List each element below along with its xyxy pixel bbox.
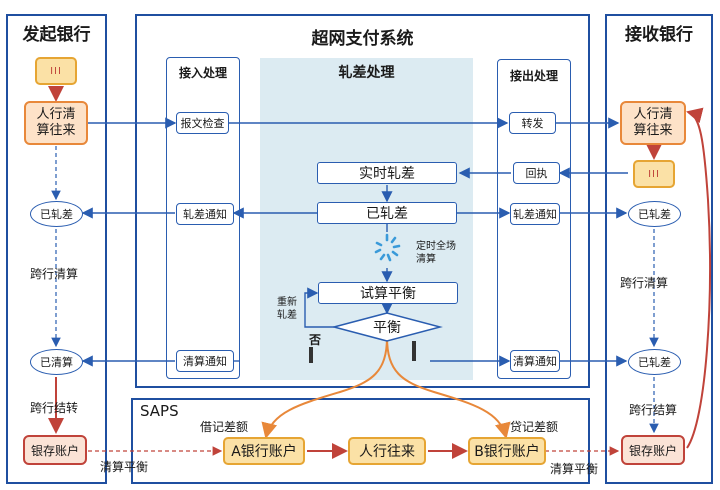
message-check-node: 报文检查 xyxy=(176,112,229,134)
balance-diamond xyxy=(331,312,443,342)
access-clearing-notice-node: 清算通知 xyxy=(176,350,234,372)
sending-interbank-clearing-label: 跨行清算 xyxy=(30,267,79,281)
receiving-netted-oval-2: 已轧差 xyxy=(628,349,681,375)
forward-node: 转发 xyxy=(509,112,556,134)
payment-system-title: 超网支付系统 xyxy=(311,29,414,49)
output-title: 接出处理 xyxy=(509,69,558,83)
bank-b-account: B银行账户 xyxy=(468,437,546,465)
sending-cleared-oval: 已清算 xyxy=(30,349,83,375)
receiving-settle-label: 清算平衡 xyxy=(550,462,599,476)
loading-spinner-icon xyxy=(374,233,401,262)
netted-node: 已轧差 xyxy=(317,202,457,224)
receiving-settlement-label: 跨行结算 xyxy=(629,403,678,417)
sending-settle-label: 清算平衡 xyxy=(100,460,149,474)
balance-label: 平衡 xyxy=(373,320,401,336)
realtime-netting-node: 实时轧差 xyxy=(317,162,457,184)
receiving-interbank-clearing-label: 跨行清算 xyxy=(620,276,669,290)
output-netting-notice-node: 轧差通知 xyxy=(510,203,560,225)
card-icon: III xyxy=(35,57,77,85)
trial-balance-node: 试算平衡 xyxy=(318,282,458,304)
sending-deposit-account: 银存账户 xyxy=(23,435,87,465)
access-title: 接入处理 xyxy=(178,66,227,80)
sending-netted-oval: 已轧差 xyxy=(30,201,83,227)
output-clearing-notice-node: 清算通知 xyxy=(510,350,560,372)
saps-title: SAPS xyxy=(140,402,179,420)
card-icon: III xyxy=(633,160,675,188)
credit-difference-label: 贷记差额 xyxy=(510,420,559,434)
renet-loop-arrow xyxy=(304,287,334,328)
balance-divider-mark xyxy=(412,341,416,361)
receipt-node: 回执 xyxy=(513,162,560,184)
sending-pboc-clearing-node: 人行清算往来 xyxy=(24,101,88,145)
sending-bank-title: 发起银行 xyxy=(22,25,91,45)
sending-transfer-label: 跨行结转 xyxy=(30,401,79,415)
access-netting-notice-node: 轧差通知 xyxy=(176,203,234,225)
renet-label: 重新轧差 xyxy=(277,297,297,321)
no-label: 否 xyxy=(309,333,322,347)
debit-difference-label: 借记差额 xyxy=(200,420,249,434)
pboc-exchange-node: 人行往来 xyxy=(348,437,426,465)
balance-divider-mark xyxy=(309,347,313,363)
scheduled-clearing-label: 定时全场清算 xyxy=(416,241,456,265)
netting-title: 轧差处理 xyxy=(338,65,395,81)
receiving-netted-oval: 已轧差 xyxy=(628,201,681,227)
receiving-bank-panel xyxy=(605,14,713,484)
receiving-pboc-clearing-node: 人行清算往来 xyxy=(620,101,686,145)
receiving-deposit-account: 银存账户 xyxy=(621,435,685,465)
receiving-bank-title: 接收银行 xyxy=(625,25,693,45)
bank-a-account: A银行账户 xyxy=(223,437,305,465)
